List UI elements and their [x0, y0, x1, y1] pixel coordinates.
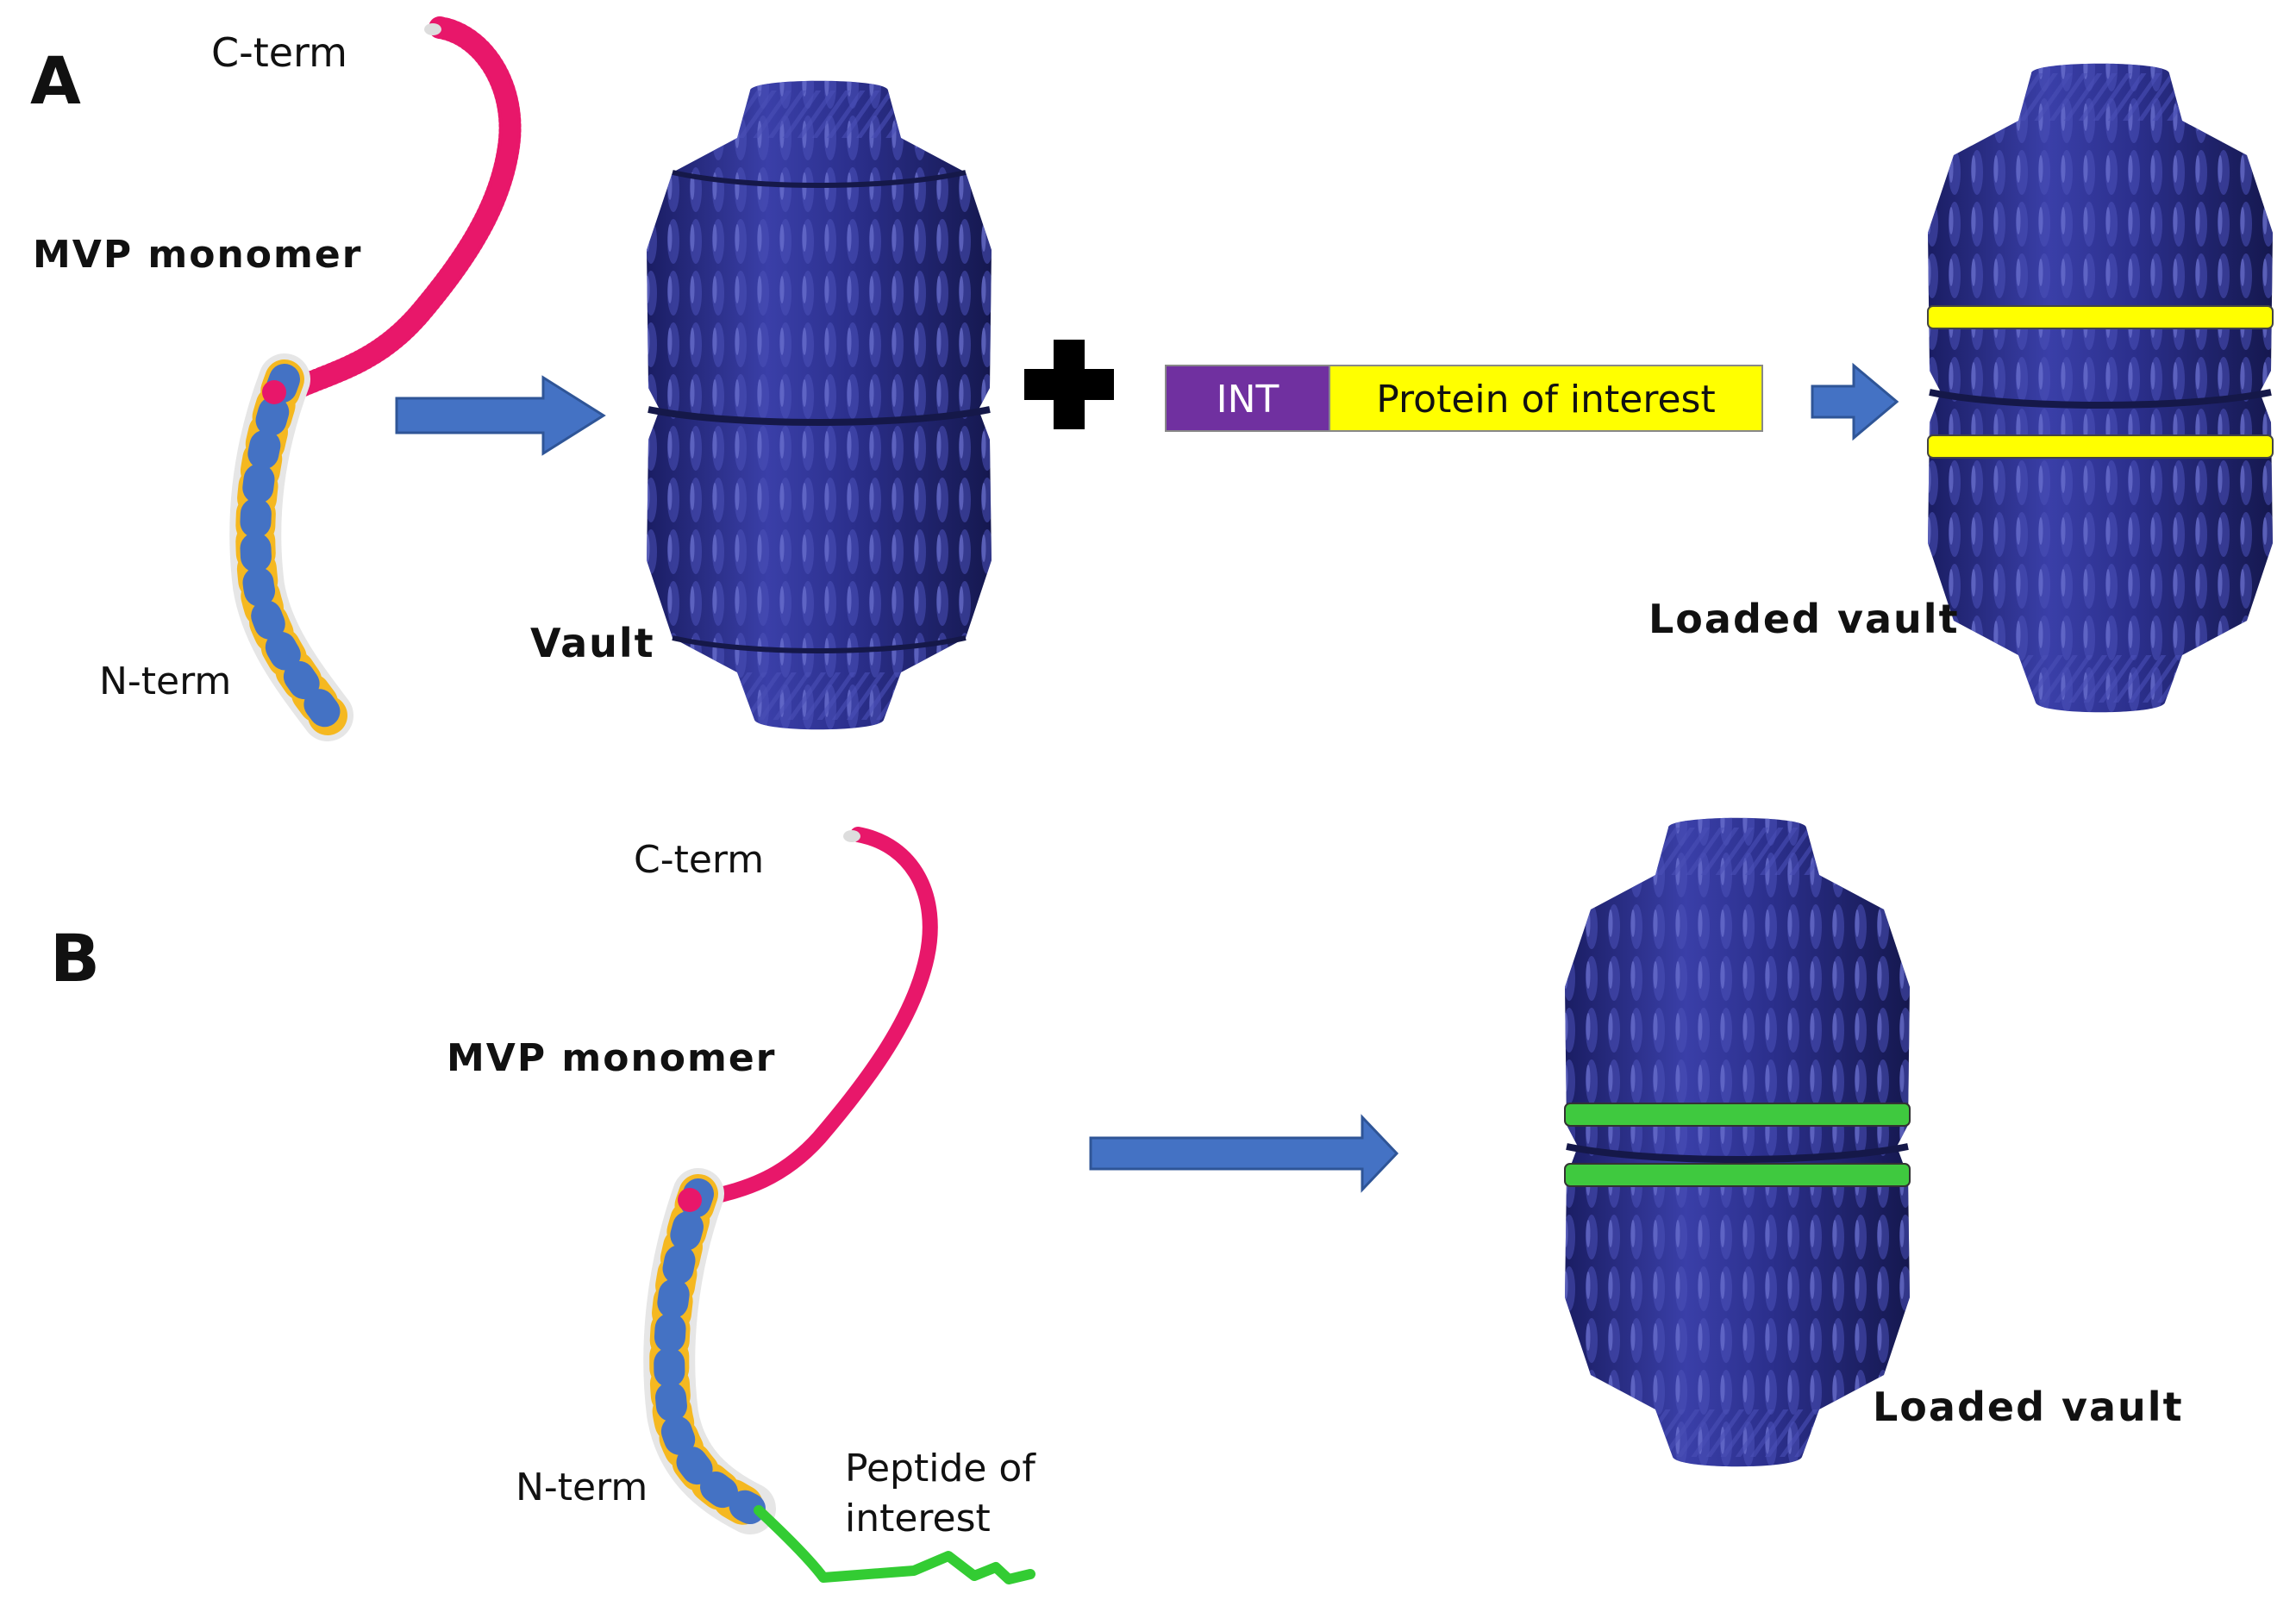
n-term-label-a: N-term — [99, 659, 231, 703]
vault-a — [647, 80, 992, 730]
int-label: INT — [1217, 378, 1279, 422]
cargo-ring — [1927, 434, 2274, 459]
loaded-vault-label-a: Loaded vault — [1648, 596, 1960, 642]
n-term-label-b: N-term — [516, 1465, 648, 1509]
peptide-label-line1: Peptide of — [845, 1447, 1036, 1490]
int-box — [1165, 365, 1330, 432]
cargo-ring — [1927, 305, 2274, 329]
protein-box — [1329, 365, 1763, 432]
c-term-label-a: C-term — [211, 29, 347, 76]
protein-of-interest-label: Protein of interest — [1376, 378, 1715, 422]
mvp-monomer-b — [643, 827, 938, 1534]
c-term-label-b: C-term — [634, 838, 764, 882]
peptide-of-interest — [754, 1505, 1035, 1584]
loaded-vault-label-b: Loaded vault — [1873, 1384, 2184, 1430]
right-arrow-icon — [1089, 1114, 1399, 1193]
peptide-label-line2: interest — [845, 1497, 991, 1540]
loaded-vault-a — [1927, 63, 2274, 713]
mvp-monomer-label-a: MVP monomer — [33, 233, 362, 277]
cargo-ring — [1564, 1163, 1911, 1187]
mvp-monomer-a — [229, 16, 522, 741]
right-arrow-icon — [1811, 362, 1899, 441]
vault-label: Vault — [530, 620, 655, 666]
right-arrow-icon — [395, 375, 606, 456]
int-protein-fusion: INT Protein of interest — [1165, 365, 1763, 432]
plus-icon — [1024, 340, 1114, 429]
panel-label-a: A — [30, 42, 81, 119]
panel-label-b: B — [50, 920, 100, 997]
loaded-vault-b — [1564, 817, 1911, 1467]
cargo-ring — [1564, 1103, 1911, 1127]
mvp-monomer-label-b: MVP monomer — [447, 1036, 776, 1080]
